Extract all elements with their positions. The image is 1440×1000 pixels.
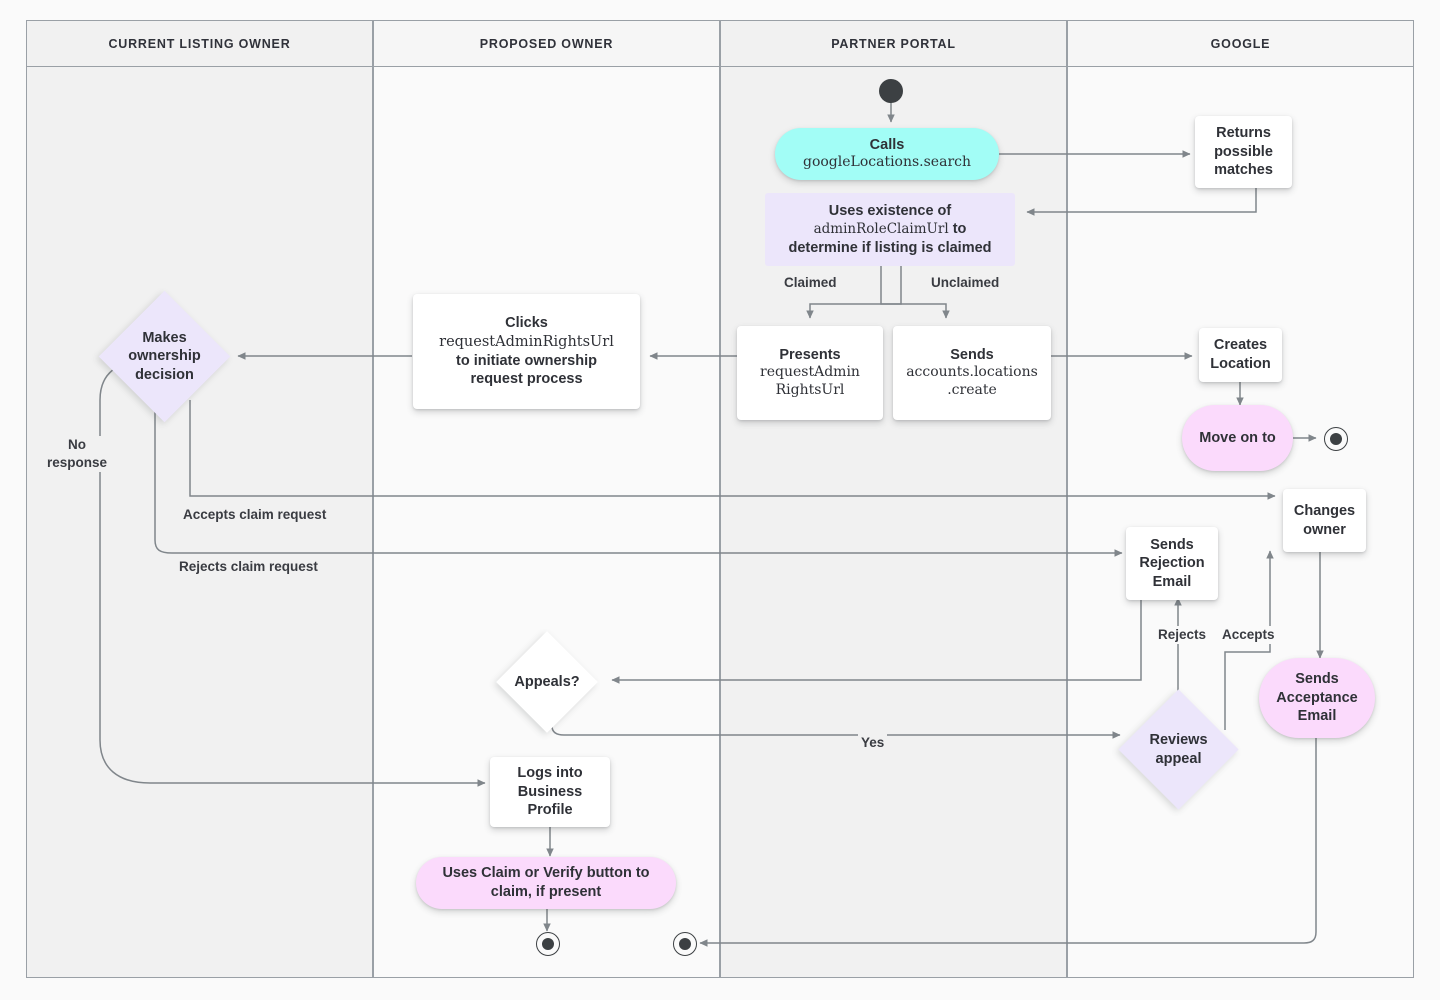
node-claimbutton-line2: claim, if present	[490, 884, 602, 900]
edge-label-claimed: Claimed	[781, 274, 840, 293]
lane-title-proposed-owner: PROPOSED OWNER	[479, 36, 614, 51]
node-presents-request-admin-rights-url[interactable]: Presents requestAdmin RightsUrl	[737, 326, 883, 420]
node-sendscreate-line3: .create	[947, 382, 997, 399]
edge-label-rejects-claim-request: Rejects claim request	[176, 558, 321, 577]
node-sendscreate-line1: Sends	[950, 346, 994, 363]
node-uses-existence-admin-role-claim-url[interactable]: Uses existence of adminRoleClaimUrl to d…	[765, 193, 1015, 266]
node-sends-acceptance-email[interactable]: Sends Acceptance Email	[1259, 658, 1375, 738]
start-terminator	[879, 79, 903, 103]
lane-title-current-listing-owner: CURRENT LISTING OWNER	[108, 36, 291, 51]
node-presents-line2: requestAdmin	[760, 364, 860, 381]
node-uses-claim-or-verify-button[interactable]: Uses Claim or Verify button to claim, if…	[416, 857, 676, 909]
node-clicks-line4: request process	[470, 371, 583, 388]
lane-title-partner-portal: PARTNER PORTAL	[831, 36, 956, 51]
node-clicks-request-admin-rights-url[interactable]: Clicks requestAdminRightsUrl to initiate…	[413, 294, 640, 409]
node-uses-line3: determine if listing is claimed	[788, 239, 992, 256]
node-moveon-label: Move on to	[1199, 429, 1276, 446]
edge-label-rejects: Rejects	[1155, 626, 1210, 645]
node-uses-line1: Uses existence of	[828, 202, 952, 219]
node-makes-ownership-decision[interactable]: Makes ownership decision	[98, 290, 231, 423]
edge-label-accepts: Accepts	[1219, 626, 1278, 645]
node-acceptance-label: Sends Acceptance Email	[1276, 671, 1358, 725]
lane-header-partner-portal: PARTNER PORTAL	[721, 21, 1066, 67]
node-appeals-question[interactable]: Appeals?	[496, 631, 598, 733]
node-move-on-to[interactable]: Move on to	[1182, 405, 1293, 471]
node-reviews-appeal[interactable]: Reviews appeal	[1118, 689, 1239, 810]
node-logsinto-label: Logs into Business Profile	[517, 765, 583, 819]
node-changesowner-label: Changes owner	[1293, 502, 1356, 538]
edge-label-no-response: No response	[44, 436, 111, 473]
lane-current-listing-owner: CURRENT LISTING OWNER	[26, 20, 373, 978]
node-presents-line1: Presents	[779, 346, 841, 363]
node-calls-google-locations-search[interactable]: Calls googleLocations.search	[775, 128, 999, 180]
lane-header-current-listing-owner: CURRENT LISTING OWNER	[27, 21, 372, 67]
node-sendscreate-line2: accounts.locations	[906, 364, 1038, 381]
node-uses-line2: adminRoleClaimUrl to	[814, 220, 967, 239]
lane-title-google: GOOGLE	[1210, 36, 1271, 51]
node-reviews-appeal-label: Reviews appeal	[1149, 731, 1208, 767]
node-sends-rejection-email[interactable]: Sends Rejection Email	[1126, 527, 1218, 600]
lane-header-proposed-owner: PROPOSED OWNER	[374, 21, 719, 67]
node-presents-line3: RightsUrl	[775, 382, 845, 399]
node-sends-accounts-locations-create[interactable]: Sends accounts.locations .create	[893, 326, 1051, 420]
node-changes-owner[interactable]: Changes owner	[1283, 489, 1366, 552]
lane-proposed-owner: PROPOSED OWNER	[373, 20, 720, 978]
node-clicks-line3: to initiate ownership	[456, 352, 597, 369]
node-rejection-label: Sends Rejection Email	[1139, 536, 1205, 590]
node-clicks-line2: requestAdminRightsUrl	[439, 333, 614, 350]
lane-header-google: GOOGLE	[1068, 21, 1413, 67]
edge-label-yes: Yes	[858, 734, 888, 753]
node-makes-decision-label: Makes ownership decision	[128, 329, 201, 383]
end-terminator-proposed-owner	[536, 932, 560, 956]
node-logs-into-business-profile[interactable]: Logs into Business Profile	[490, 757, 610, 827]
node-calls-line2: googleLocations.search	[802, 154, 971, 171]
node-creates-location[interactable]: Creates Location	[1199, 328, 1282, 382]
node-uses-to: to	[948, 221, 967, 238]
edge-label-unclaimed: Unclaimed	[928, 274, 1003, 293]
node-creates-label: Creates Location	[1210, 337, 1271, 372]
end-terminator-partner-portal	[673, 932, 697, 956]
end-terminator-google	[1324, 427, 1348, 451]
node-calls-line1: Calls	[869, 136, 905, 153]
node-returns-possible-matches[interactable]: Returns possible matches	[1195, 116, 1292, 188]
node-clicks-line1: Clicks	[505, 315, 548, 332]
node-claimbutton-line1: Uses Claim or Verify button to	[442, 865, 650, 882]
node-appeals-label: Appeals?	[514, 673, 580, 690]
node-uses-code: adminRoleClaimUrl	[813, 221, 949, 238]
edge-label-accepts-claim-request: Accepts claim request	[180, 506, 330, 525]
node-returns-label: Returns possible matches	[1214, 125, 1273, 179]
